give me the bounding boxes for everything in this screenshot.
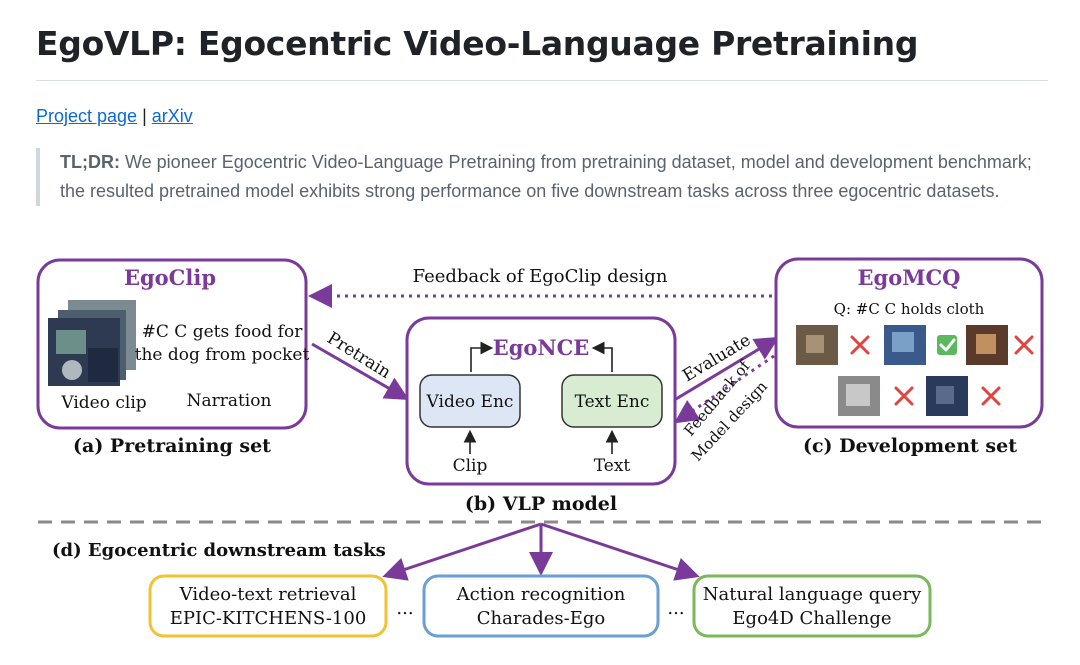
downstream-arrow-left — [382, 522, 542, 581]
links-row: Project page | arXiv — [36, 106, 193, 127]
video-enc-box — [419, 374, 521, 428]
cross-icon — [981, 386, 1001, 406]
task-box-retrieval — [148, 574, 388, 638]
feedback-model-arrow — [674, 354, 775, 424]
tldr-label: TL;DR: — [60, 152, 120, 172]
vlp-model-caption: (b) VLP model — [465, 493, 617, 515]
pretrain-arrow — [311, 342, 410, 400]
cross-icon — [850, 335, 870, 355]
egoclip-title: EgoClip — [124, 265, 216, 290]
text-enc-box — [561, 374, 663, 428]
pretraining-set-caption: (a) Pretraining set — [73, 435, 271, 457]
task-nlq-line2: Ego4D Challenge — [732, 608, 891, 629]
mcq-option-1 — [796, 325, 838, 365]
task-retrieval-line1: Video-text retrieval — [179, 584, 357, 605]
clip-input-label: Clip — [453, 456, 488, 476]
egomcq-title: EgoMCQ — [858, 265, 961, 290]
task-box-nlq — [692, 574, 932, 638]
text-enc-up-arrow — [591, 341, 613, 372]
cross-icon — [894, 386, 914, 406]
video-clip-thumbnails — [48, 300, 136, 386]
mcq-option-2 — [884, 325, 926, 365]
text-enc-label: Text Enc — [575, 392, 650, 412]
video-enc-up-arrow — [470, 341, 494, 372]
tldr-text: We pioneer Egocentric Video-Language Pre… — [60, 152, 1032, 201]
feedback-egoclip-label: Feedback of EgoClip design — [413, 266, 668, 287]
title-divider — [36, 80, 1048, 81]
task-box-action — [422, 574, 660, 638]
page-title: EgoVLP: Egocentric Video-Language Pretra… — [36, 24, 919, 63]
ellipsis-left: ... — [396, 598, 413, 619]
video-enc-label: Video Enc — [426, 392, 514, 412]
egoclip-narration-line2: the dog from pocket — [135, 345, 310, 365]
arxiv-link[interactable]: arXiv — [151, 106, 193, 126]
narration-label: Narration — [187, 391, 272, 411]
downstream-arrow-right — [540, 522, 700, 581]
ellipsis-right: ... — [667, 598, 684, 619]
task-action-line2: Charades-Ego — [477, 608, 605, 629]
link-separator: | — [142, 106, 147, 126]
tldr-blockquote: TL;DR: We pioneer Egocentric Video-Langu… — [36, 148, 1036, 206]
video-clip-label: Video clip — [60, 393, 146, 413]
mcq-option-3 — [966, 325, 1008, 365]
task-retrieval-line2: EPIC-KITCHENS-100 — [170, 608, 367, 629]
text-input-label: Text — [594, 456, 631, 476]
evaluate-arrow — [675, 336, 780, 401]
egonce-title: EgoNCE — [493, 335, 590, 360]
downstream-caption: (d) Egocentric downstream tasks — [52, 540, 386, 561]
egoclip-narration-line1: #C C gets food for — [142, 322, 304, 342]
mcq-option-5 — [926, 376, 968, 416]
development-set-caption: (c) Development set — [803, 435, 1017, 457]
mcq-option-4 — [838, 376, 880, 416]
cross-icon — [1014, 335, 1034, 355]
check-icon — [937, 335, 957, 355]
task-nlq-line1: Natural language query — [703, 584, 922, 605]
egomcq-question: Q: #C C holds cloth — [834, 300, 985, 318]
task-action-line1: Action recognition — [456, 584, 626, 605]
project-page-link[interactable]: Project page — [36, 106, 138, 126]
